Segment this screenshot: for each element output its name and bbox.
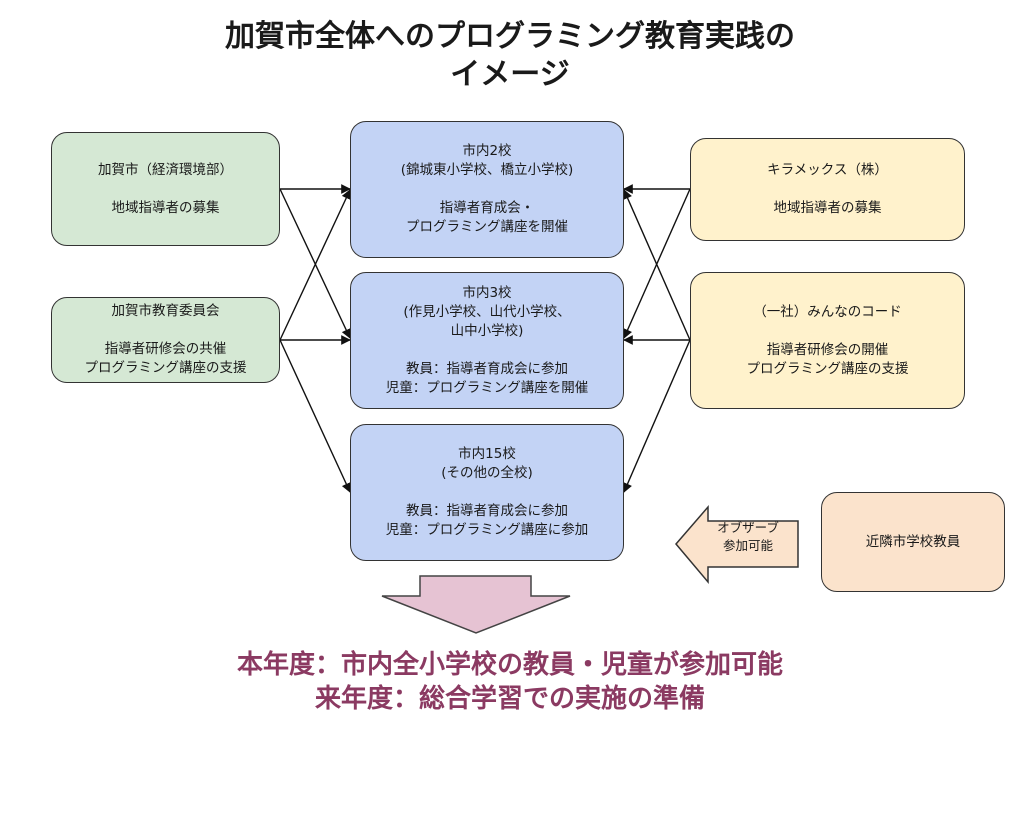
page-title: 加賀市全体へのプログラミング教育実践の イメージ: [0, 18, 1020, 94]
title-line-2: イメージ: [450, 57, 570, 92]
arrow-code-to-school15: [623, 339, 691, 493]
conclusion-line-1: 本年度：市内全小学校の教員・児童が参加可能: [236, 650, 783, 680]
node-city-3-schools: 市内3校 (作見小学校、山代小学校、 山中小学校) 教員：指導者育成会に参加 児…: [350, 272, 624, 409]
arrow-board-to-school15: [279, 339, 351, 493]
conclusion-line-2: 来年度：総合学習での実施の準備: [314, 684, 705, 714]
node-minna-no-code: （一社）みんなのコード 指導者研修会の開催 プログラミング講座の支援: [690, 272, 965, 409]
observer-arrow-shape: [675, 504, 799, 585]
arrow-board-to-school2: [279, 189, 351, 341]
node-city-2-schools: 市内2校 (錦城東小学校、橋立小学校) 指導者育成会・ プログラミング講座を開催: [350, 121, 624, 258]
down-arrow: [381, 575, 571, 634]
conclusion-text: 本年度：市内全小学校の教員・児童が参加可能 来年度：総合学習での実施の準備: [0, 648, 1020, 716]
title-line-1: 加賀市全体へのプログラミング教育実践の: [225, 19, 795, 54]
node-board-of-education: 加賀市教育委員会 指導者研修会の共催 プログラミング講座の支援: [51, 297, 280, 383]
node-neighbor-teachers: 近隣市学校教員: [821, 492, 1005, 592]
node-kaga-city: 加賀市（経済環境部） 地域指導者の募集: [51, 132, 280, 246]
observer-arrow-label: オブザーブ 参加可能: [717, 520, 779, 553]
arrow-code-to-school2: [623, 189, 691, 341]
node-kiramex: キラメックス（株） 地域指導者の募集: [690, 138, 965, 241]
node-city-15-schools: 市内15校 (その他の全校) 教員：指導者育成会に参加 児童：プログラミング講座…: [350, 424, 624, 561]
